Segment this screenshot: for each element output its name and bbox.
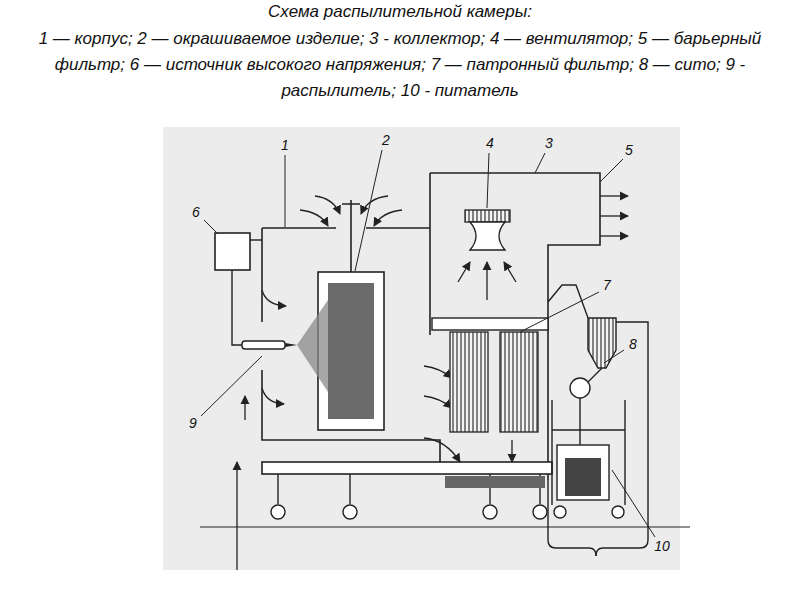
- booth-wheels: [483, 505, 497, 519]
- leader-lines: [520, 292, 599, 332]
- leader-lines: [612, 470, 655, 537]
- air-flow-arrows: [262, 388, 284, 404]
- powder-feeder: [557, 445, 609, 500]
- powder-feeder: [554, 506, 566, 518]
- leader-lines: [355, 150, 382, 271]
- high-voltage-source: [250, 239, 262, 240]
- callout-number: 6: [190, 204, 202, 220]
- powder-feeder: [565, 458, 601, 496]
- spray-gun: [285, 343, 297, 347]
- leader-lines: [600, 159, 623, 182]
- scan-ground: [163, 127, 680, 570]
- spray-gun: [297, 300, 328, 392]
- booth-housing: [262, 462, 552, 474]
- leader-lines: [201, 356, 262, 416]
- callout-number: 3: [543, 135, 555, 151]
- cartridge-filters: [500, 332, 538, 432]
- booth-wheels: [271, 505, 285, 519]
- air-flow-arrows: [600, 235, 628, 236]
- booth-housing: [430, 173, 600, 480]
- leader-lines: [487, 153, 489, 208]
- booth-housing: [262, 227, 430, 229]
- air-flow-arrows: [315, 196, 340, 214]
- booth-housing: [200, 527, 690, 528]
- booth-housing: [200, 173, 690, 527]
- cartridge-filters: [450, 332, 488, 432]
- powder-feeder: [580, 368, 602, 445]
- powder-feeder: [552, 400, 625, 505]
- callout-number: 10: [652, 538, 672, 554]
- callout-number: 7: [601, 277, 613, 293]
- booth-housing: [429, 173, 431, 228]
- diagram-title: Схема распылительной камеры:: [18, 0, 782, 24]
- fan: [470, 222, 505, 250]
- powder-feeder: [548, 480, 596, 556]
- callout-number: 9: [187, 415, 199, 431]
- booth-housing: [429, 228, 431, 335]
- cartridge-filters: [445, 476, 545, 488]
- diagram-caption: 1 — корпус; 2 — окрашиваемое изделие; 3 …: [18, 26, 782, 104]
- spray-gun: [232, 270, 242, 345]
- powder-feeder: [548, 285, 648, 556]
- callout-number: 4: [484, 135, 496, 151]
- air-flow-arrows: [486, 262, 487, 300]
- leader-lines: [201, 150, 655, 537]
- air-flow-arrows: [361, 196, 388, 214]
- air-flow-arrows: [511, 440, 512, 462]
- powder-feeder: [596, 322, 648, 556]
- air-flow-arrows: [600, 215, 628, 216]
- air-flow-arrows: [424, 366, 452, 378]
- air-flow-arrows: [300, 210, 328, 226]
- fan: [465, 210, 510, 222]
- air-flow-arrows: [424, 438, 460, 462]
- leader-lines: [285, 155, 286, 227]
- powder-feeder: [570, 378, 590, 398]
- leader-lines: [535, 153, 545, 173]
- spray-gun: [232, 270, 328, 392]
- painted-item: [328, 283, 374, 419]
- fan: [465, 210, 510, 250]
- callout-number: 1: [279, 137, 291, 153]
- booth-wheels: [271, 474, 547, 519]
- leader-lines: [204, 220, 218, 234]
- cartridge-filters: [432, 318, 548, 488]
- powder-feeder: [548, 285, 588, 318]
- powder-feeder: [588, 318, 616, 368]
- air-flow-arrows: [600, 195, 628, 196]
- air-flow-arrows: [244, 396, 245, 420]
- callout-number: 2: [380, 132, 392, 148]
- air-flow-arrows: [237, 196, 628, 570]
- cartridge-filters: [432, 318, 548, 330]
- air-flow-arrows: [374, 210, 402, 226]
- callout-number: 5: [623, 142, 635, 158]
- booth-wheels: [533, 505, 547, 519]
- air-flow-arrows: [504, 262, 516, 282]
- spray-gun: [242, 341, 285, 349]
- high-voltage-source: [215, 233, 262, 270]
- high-voltage-source: [215, 233, 250, 270]
- air-flow-arrows: [262, 290, 286, 306]
- leader-lines: [604, 350, 624, 363]
- air-flow-arrows: [236, 462, 237, 570]
- powder-feeder: [612, 506, 624, 518]
- booth-wheels: [343, 505, 357, 519]
- callout-number: 8: [627, 336, 639, 352]
- air-flow-arrows: [458, 262, 470, 282]
- air-flow-arrows: [424, 396, 452, 408]
